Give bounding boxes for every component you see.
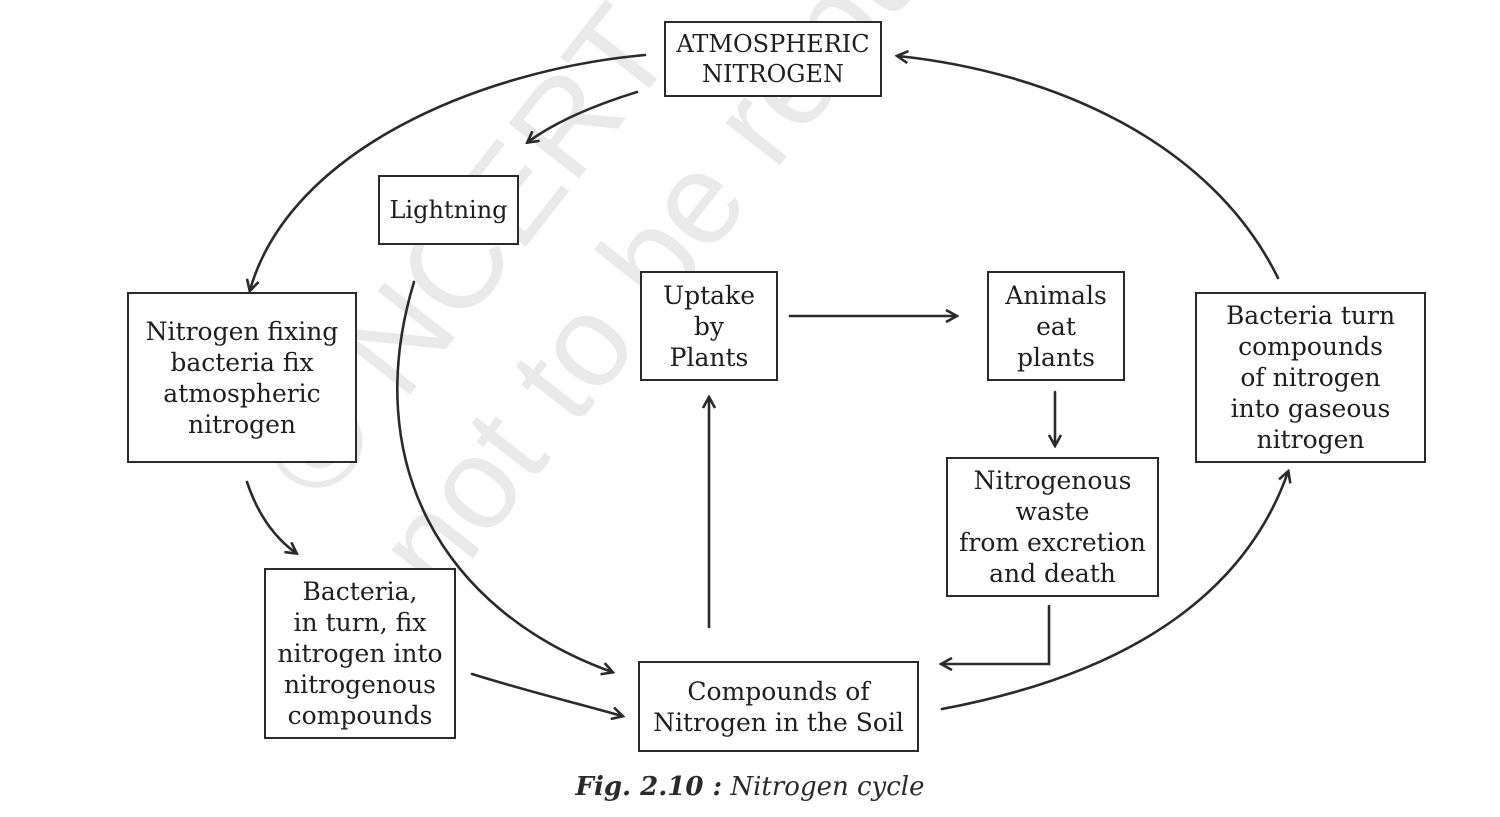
figure-title: Nitrogen cycle	[722, 772, 925, 802]
arrow-atmosphere-to-fixing-bacteria	[250, 53, 647, 290]
node-nitrogen-fixing-bacteria-label: Nitrogen fixing bacteria fix atmospheric…	[145, 316, 339, 439]
node-animals-eat-plants-label: Animals eat plants	[1005, 280, 1107, 372]
arrow-compound-bacteria-to-soil	[470, 672, 622, 716]
arrow-waste-to-soil	[942, 604, 1051, 664]
node-bacteria-fix-compounds-label: Bacteria, in turn, fix nitrogen into nit…	[277, 577, 443, 730]
node-compounds-in-soil-label: Compounds of Nitrogen in the Soil	[653, 676, 904, 737]
node-uptake-by-plants-label: Uptake by Plants	[663, 280, 755, 372]
arrow-denitrifying-bacteria-to-atmosphere	[898, 56, 1280, 280]
node-compounds-in-soil: Compounds of Nitrogen in the Soil	[638, 661, 919, 752]
arrow-soil-to-denitrifying-bacteria	[940, 472, 1288, 711]
arrow-atmosphere-to-lightning	[528, 90, 639, 142]
node-bacteria-turn-gaseous-label: Bacteria turn compounds of nitrogen into…	[1225, 301, 1396, 454]
node-lightning: Lightning	[378, 175, 519, 245]
node-bacteria-turn-gaseous: Bacteria turn compounds of nitrogen into…	[1195, 292, 1426, 463]
node-uptake-by-plants: Uptake by Plants	[640, 271, 778, 381]
figure-caption: Fig. 2.10 : Nitrogen cycle	[0, 772, 1500, 802]
node-atmospheric-nitrogen-label: ATMOSPHERIC NITROGEN	[676, 30, 870, 88]
figure-number: Fig. 2.10 :	[575, 772, 723, 802]
arrow-fixing-bacteria-to-compound-bacteria	[245, 480, 296, 553]
node-nitrogen-fixing-bacteria: Nitrogen fixing bacteria fix atmospheric…	[127, 292, 357, 463]
node-bacteria-fix-compounds: Bacteria, in turn, fix nitrogen into nit…	[264, 568, 456, 739]
node-animals-eat-plants: Animals eat plants	[987, 271, 1125, 381]
node-nitrogenous-waste: Nitrogenous waste from excretion and dea…	[946, 457, 1159, 597]
arrow-lightning-to-soil	[396, 280, 612, 672]
node-atmospheric-nitrogen: ATMOSPHERIC NITROGEN	[664, 21, 882, 97]
node-nitrogenous-waste-label: Nitrogenous waste from excretion and dea…	[959, 466, 1146, 588]
node-lightning-label: Lightning	[389, 195, 508, 224]
